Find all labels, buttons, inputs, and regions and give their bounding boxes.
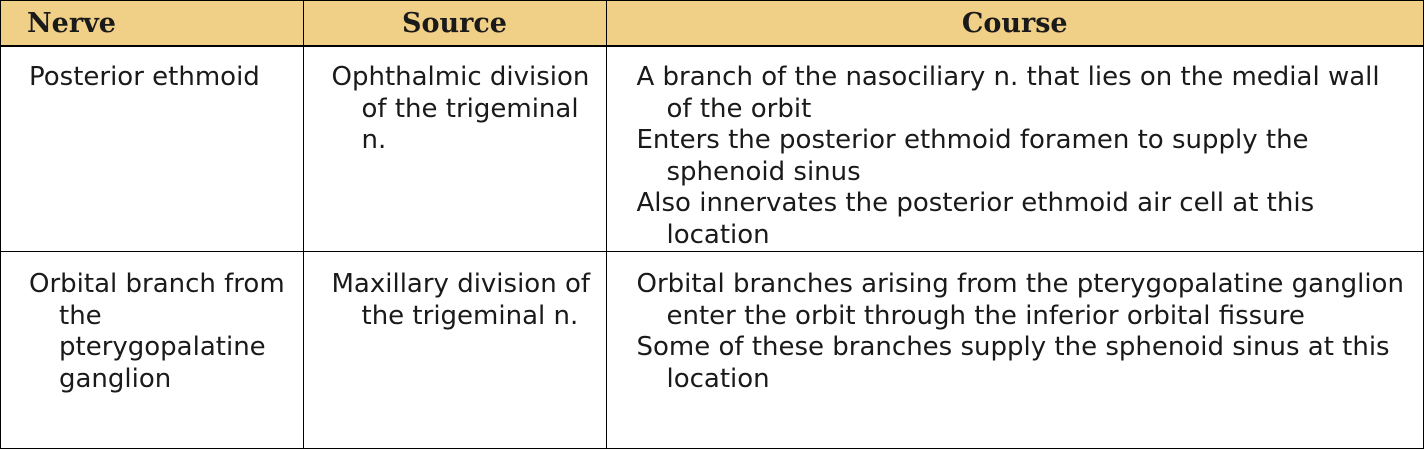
header-row: Nerve Source Course: [1, 1, 1423, 47]
table-row: Posterior ethmoid Ophthalmic division of…: [1, 46, 1423, 252]
cell-source: Maxillary division of the trigeminal n.: [303, 251, 607, 448]
cell-source: Ophthalmic division of the trigeminal n.: [303, 46, 607, 252]
header-nerve: Nerve: [1, 1, 304, 47]
nerve-name: Posterior ethmoid: [29, 62, 260, 92]
table-row: Orbital branch from the pterygopalatine …: [1, 251, 1423, 449]
cell-course: A branch of the nasociliary n. that lies…: [606, 46, 1423, 252]
nerve-source: Ophthalmic division of the trigeminal n.: [331, 62, 590, 155]
cell-course: Orbital branches arising from the pteryg…: [606, 252, 1423, 449]
cell-nerve: Posterior ethmoid: [1, 46, 304, 252]
nerve-name: Orbital branch from the pterygopalatine …: [29, 269, 285, 394]
course-item: Orbital branches arising from the pteryg…: [636, 269, 1404, 331]
course-item: Some of these branches supply the spheno…: [636, 332, 1390, 394]
table-header: Nerve Source Course: [1, 1, 1423, 47]
header-course: Course: [606, 1, 1423, 47]
course-item: Enters the posterior ethmoid foramen to …: [636, 125, 1309, 187]
course-item: Also innervates the posterior ethmoid ai…: [636, 188, 1315, 250]
header-source: Source: [303, 1, 607, 47]
cell-nerve: Orbital branch from the pterygopalatine …: [1, 251, 304, 448]
table-body: Posterior ethmoid Ophthalmic division of…: [1, 46, 1423, 448]
nerve-source: Maxillary division of the trigeminal n.: [331, 269, 591, 331]
course-item: A branch of the nasociliary n. that lies…: [636, 62, 1380, 124]
